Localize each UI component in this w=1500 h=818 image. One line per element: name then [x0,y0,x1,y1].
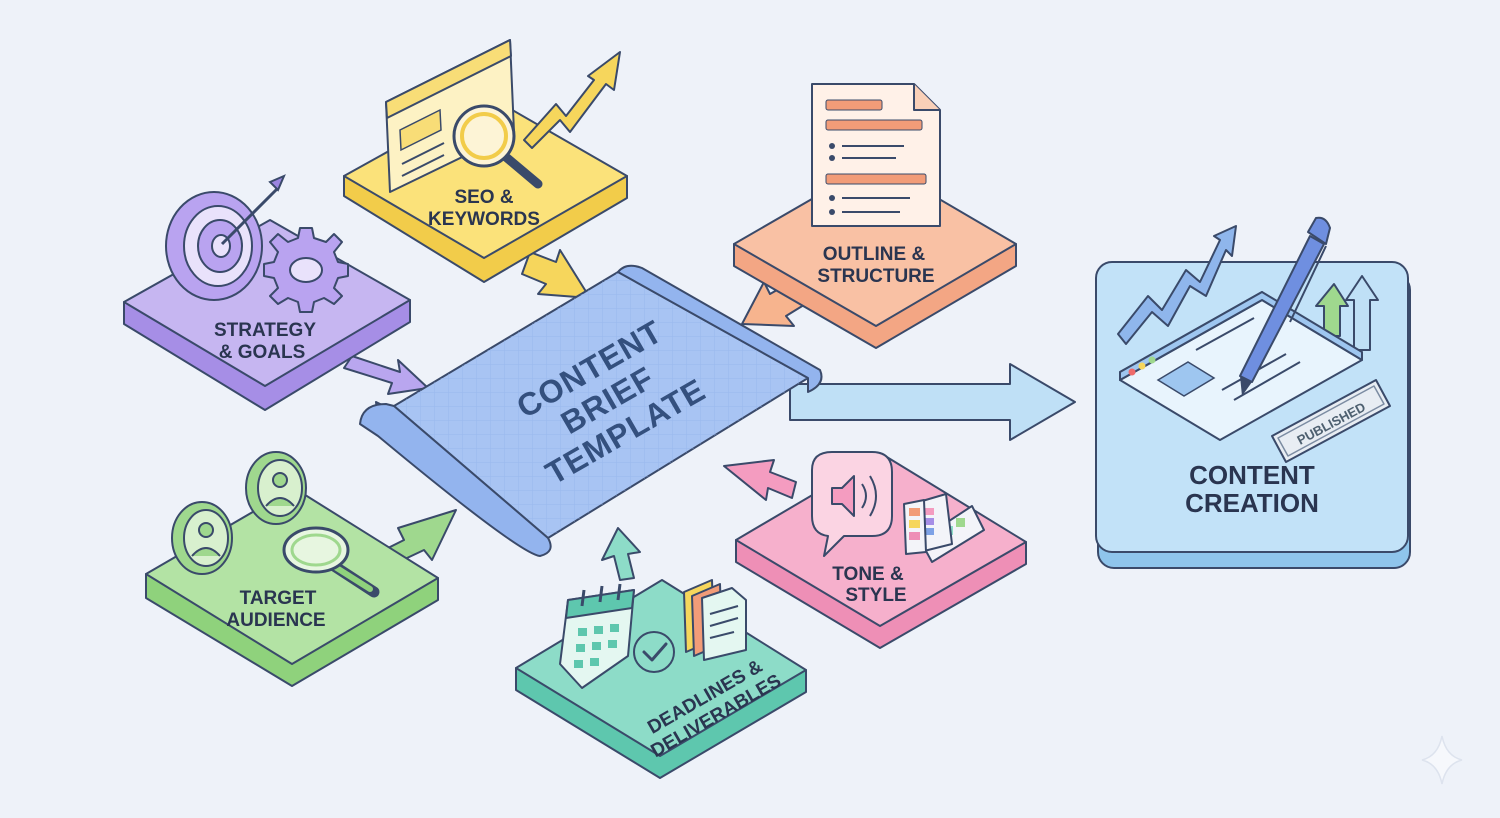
outline-label-2: STRUCTURE [817,266,934,287]
trend-arrow-icon [523,51,621,149]
magnifier-icon-audience [282,526,380,598]
node-target-audience: TARGET AUDIENCE [145,451,439,687]
creation-label-2: CREATION [1185,488,1319,518]
seo-label-2: KEYWORDS [428,209,540,230]
strategy-label-1: STRATEGY [214,320,316,341]
up-arrows-icon [1315,275,1379,351]
seo-label-1: SEO & [454,187,513,208]
magnifier-icon [452,104,543,189]
speech-bubble-icon [811,451,893,557]
arrow-tone-to-template [723,459,797,501]
node-deadlines-deliverables: DEADLINES & DELIVERABLES [515,579,807,779]
tone-label-2: STYLE [845,585,906,606]
node-tone-style: TONE & STYLE [735,451,1027,649]
webpage-window-icon [1119,291,1363,441]
arrow-deadlines-to-template [601,527,641,581]
node-content-creation: PUBLISHED CONTENT CREATION [1095,216,1411,569]
person-icon-left [171,501,233,575]
audience-label-1: TARGET [240,588,317,609]
node-strategy-goals: STRATEGY & GOALS [123,174,411,411]
strategy-label-2: & GOALS [219,342,306,363]
gear-icon [263,227,349,313]
template-scroll: CONTENT BRIEF TEMPLATE [359,264,823,557]
arrow-seo-to-template [521,249,591,299]
sparkle-icon [1421,735,1463,785]
pen-icon [1239,216,1331,396]
check-circle-icon [633,631,675,673]
node-outline-structure: OUTLINE & STRUCTURE [733,83,1017,349]
audience-label-2: AUDIENCE [226,610,325,631]
document-icon [811,83,941,227]
color-swatch-icon [903,493,985,563]
target-icon [165,174,286,301]
outline-label-1: OUTLINE & [823,244,926,265]
calendar-icon [559,583,635,689]
node-seo-keywords: SEO & KEYWORDS [343,39,628,283]
trend-chart-icon [1117,225,1237,345]
arrow-strategy-to-template [343,355,429,395]
tone-label-1: TONE & [832,564,904,585]
person-icon-right [245,451,307,525]
arrow-template-to-creation [789,363,1076,441]
creation-label-1: CONTENT [1189,460,1315,490]
files-stack-icon [683,579,747,661]
